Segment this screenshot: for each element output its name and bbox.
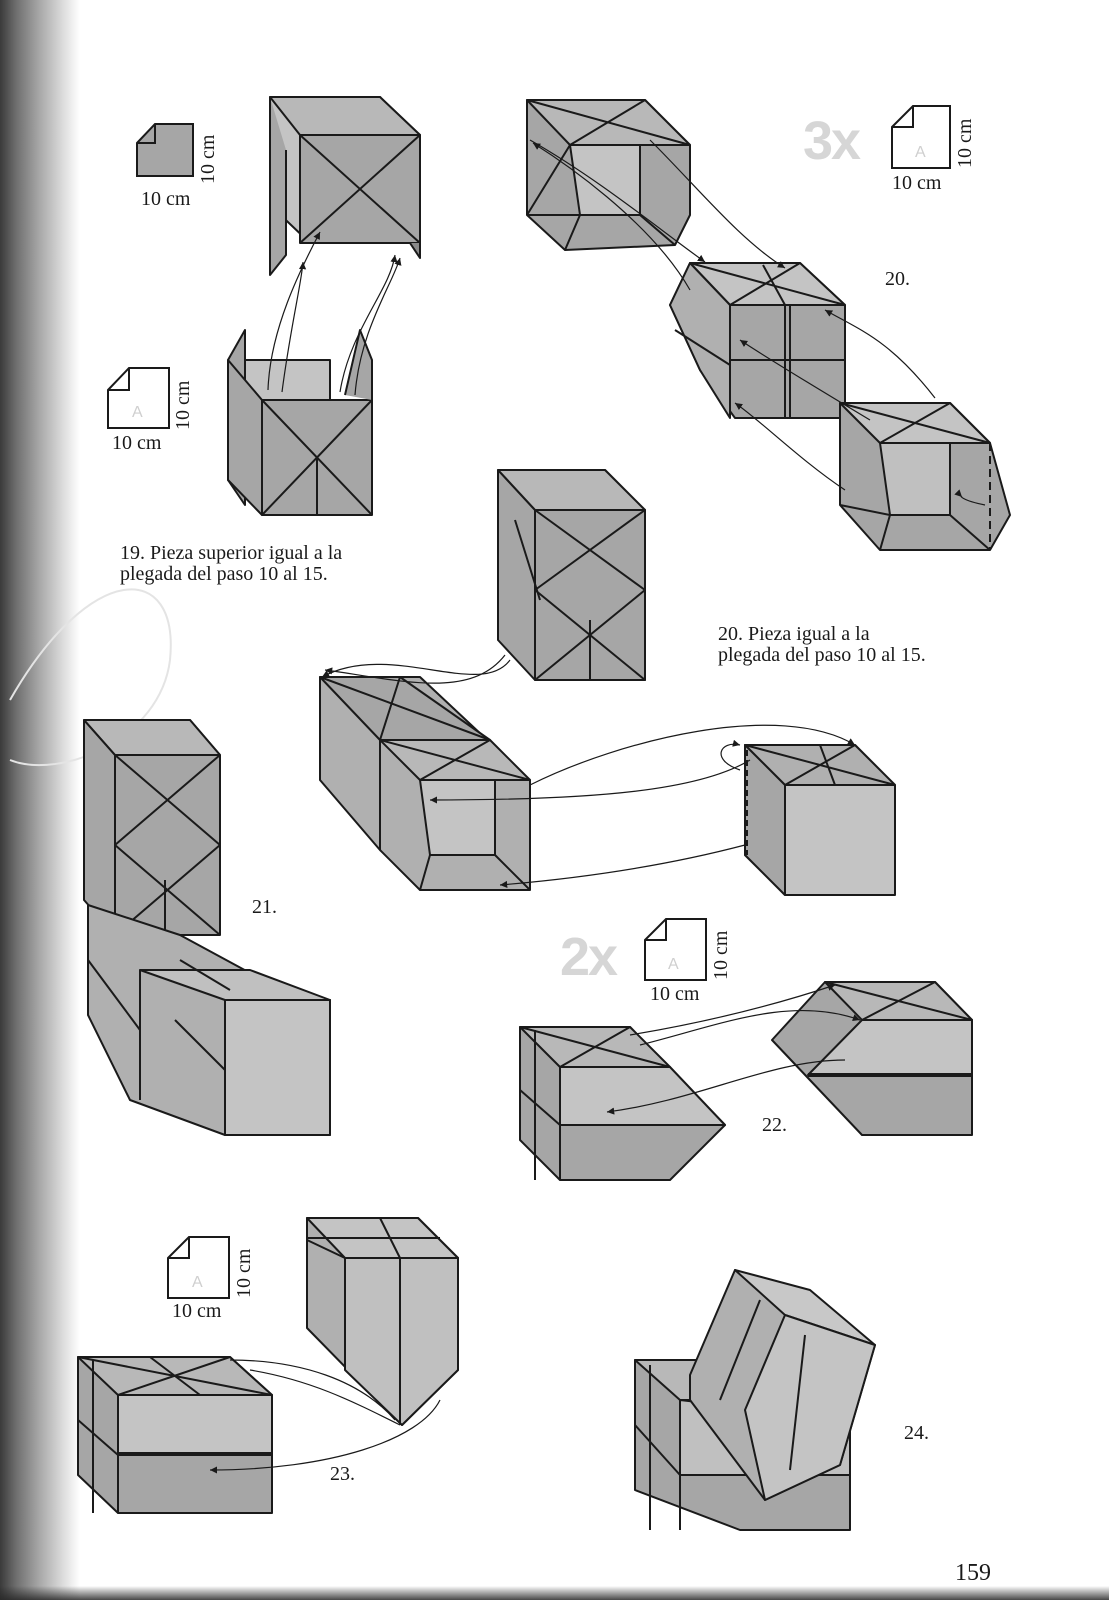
dim-height-19-top: 10 cm	[197, 134, 219, 184]
step-21-assembly	[83, 719, 331, 1136]
scan-bottom-edge	[0, 1586, 1109, 1600]
dim-height-19-bottom: 10 cm	[172, 380, 194, 430]
paper-letter-22: A	[668, 956, 679, 973]
caption-20-line1: 20. Pieza igual a la	[718, 623, 870, 645]
step-22-right-piece	[771, 981, 973, 1136]
paper-icon-22	[644, 918, 707, 981]
dim-height-20: 10 cm	[954, 118, 976, 168]
step-label-23: 23.	[330, 1463, 355, 1485]
dim-width-19-bottom: 10 cm	[112, 432, 162, 454]
step-label-20: 20.	[885, 268, 910, 290]
step-21-double-block	[319, 676, 531, 891]
step-22-arrows	[606, 983, 861, 1115]
dim-height-23: 10 cm	[233, 1248, 255, 1298]
step-20-module-a	[526, 99, 691, 251]
step-23-base	[77, 1356, 273, 1514]
step-label-24: 24.	[904, 1422, 929, 1444]
dim-height-22: 10 cm	[710, 930, 732, 980]
step-19-bottom-box	[227, 329, 373, 516]
step-20-module-c	[839, 402, 1011, 551]
paper-letter-20: A	[915, 144, 926, 161]
dim-width-23: 10 cm	[172, 1300, 222, 1322]
step-21-arrows	[321, 654, 856, 888]
paper-icon-19-bottom	[107, 367, 170, 429]
step-19-top-piece	[269, 96, 421, 276]
step-22-left-piece	[519, 1026, 726, 1181]
step-23-vertical-piece	[306, 1217, 459, 1426]
bleed-through-curve	[9, 588, 172, 767]
caption-20-line2: plegada del paso 10 al 15.	[718, 644, 926, 666]
step-24-assembly	[634, 1269, 876, 1531]
step-20-arrows	[529, 139, 986, 506]
step-21-loose-cube	[744, 744, 896, 896]
step-19-arrows	[267, 231, 402, 396]
step-label-22: 22.	[762, 1114, 787, 1136]
paper-icon-23	[167, 1236, 230, 1299]
multiplier-20: 3x	[803, 111, 861, 171]
caption-19-line1: 19. Pieza superior igual a la	[120, 542, 343, 564]
step-label-21: 21.	[252, 896, 277, 918]
paper-letter-19-bottom: A	[132, 404, 143, 421]
step-23-arrows	[209, 1359, 441, 1474]
multiplier-22: 2x	[560, 927, 618, 987]
caption-19-line2: plegada del paso 10 al 15.	[120, 563, 328, 585]
paper-icon-19-top	[136, 123, 194, 177]
step-20-module-b	[669, 262, 846, 419]
book-gutter-shadow	[0, 0, 80, 1600]
step-21-tower	[497, 469, 646, 681]
dim-width-20: 10 cm	[892, 172, 942, 194]
paper-icon-20	[891, 105, 951, 169]
page-number: 159	[955, 1560, 991, 1586]
paper-letter-23: A	[192, 1274, 203, 1291]
dim-width-19-top: 10 cm	[141, 188, 191, 210]
dim-width-22: 10 cm	[650, 983, 700, 1005]
